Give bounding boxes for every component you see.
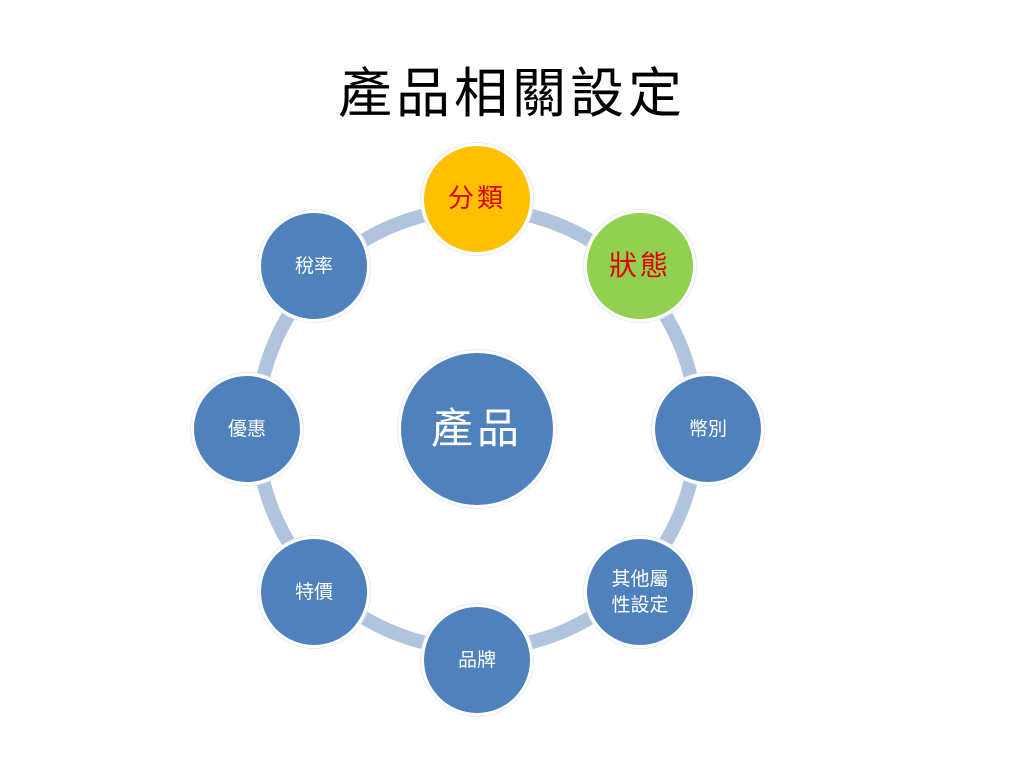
node-brand: 品牌	[421, 604, 533, 716]
center-node-product: 產品	[398, 350, 556, 508]
node-tax-rate-label: 稅率	[294, 255, 333, 277]
node-tax-rate: 稅率	[258, 210, 370, 322]
node-category-label: 分類	[447, 184, 506, 214]
center-node-label: 產品	[430, 404, 523, 453]
node-discount-label: 優惠	[227, 418, 266, 440]
node-other-attributes-label: 其他屬 性設定	[611, 568, 669, 616]
node-category: 分類	[421, 143, 533, 255]
node-special-price-label: 特價	[294, 581, 333, 603]
node-discount: 優惠	[191, 373, 303, 485]
node-status: 狀態	[584, 210, 696, 322]
node-currency-label: 幣別	[688, 418, 727, 440]
node-special-price: 特價	[258, 536, 370, 648]
node-currency: 幣別	[652, 373, 764, 485]
node-other-attributes: 其他屬 性設定	[584, 536, 696, 648]
node-brand-label: 品牌	[457, 649, 496, 671]
node-status-label: 狀態	[608, 249, 671, 282]
page-title: 產品相關設定	[338, 62, 686, 125]
